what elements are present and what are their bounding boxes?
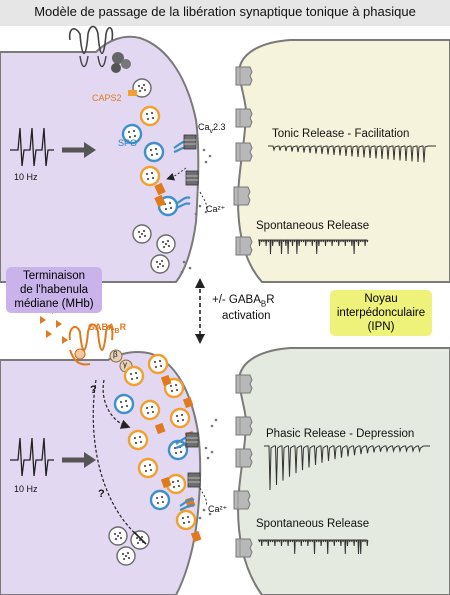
caps2-vesicle — [147, 353, 169, 375]
question-mark-2: ? — [98, 488, 105, 500]
postsynaptic-receptor-icon — [235, 416, 253, 436]
page-title: Modèle de passage de la libération synap… — [34, 4, 416, 19]
postsynaptic-receptor-icon — [235, 448, 253, 468]
top-panel — [0, 25, 450, 283]
spontaneous-release-trace-top — [258, 239, 369, 255]
caps2-protein — [154, 182, 166, 196]
phasic-release-label: Phasic Release - Depression — [266, 428, 415, 440]
presynaptic-terminal-top — [0, 35, 200, 283]
postsynaptic-receptor-icon — [233, 186, 251, 206]
bottom-panel — [0, 306, 450, 595]
tonic-release-label: Tonic Release - Facilitation — [272, 128, 410, 140]
postsynaptic-receptor-icon — [235, 374, 253, 394]
caps2-vesicle — [137, 457, 159, 479]
spontaneous-release-label-top: Spontaneous Release — [256, 220, 370, 232]
caps2-vesicle — [139, 399, 161, 421]
calcium-label-top: Ca²⁺ — [206, 204, 226, 214]
cav-channel-icon — [185, 170, 199, 186]
postsynaptic-receptor-icon — [235, 142, 253, 162]
ipn-label-line: Noyau — [364, 293, 398, 305]
cav-channel-icon — [185, 432, 199, 448]
caps2-vesicle — [139, 165, 161, 187]
spo-vesicle — [113, 393, 135, 415]
vesicle — [156, 234, 176, 254]
spo-label: SPO — [118, 138, 138, 148]
gabab-label: GABABR — [88, 322, 127, 335]
gabab-modulation-arrow-2 — [92, 379, 141, 539]
postsynaptic-receptor-icon — [235, 66, 253, 86]
spontaneous-release-label-bottom: Spontaneous Release — [256, 518, 370, 530]
caps2-label: CAPS2 — [92, 93, 122, 103]
cav-label: Cav2.3 — [198, 122, 226, 135]
caps2-vesicle — [127, 429, 149, 451]
gabab-activation-label: +/- GABABR — [212, 294, 275, 309]
stimulus-label-bottom: 10 Hz — [14, 484, 38, 494]
spo-vesicle — [143, 141, 165, 163]
caps2-vesicle — [123, 365, 145, 387]
stimulus-trace-bottom — [10, 437, 54, 477]
caps2-vesicle — [169, 407, 191, 429]
vesicle — [116, 546, 136, 566]
mhb-label-line: médiane (MHb) — [14, 298, 94, 310]
postsynaptic-receptor-icon — [235, 538, 253, 558]
caps2-vesicle — [175, 509, 197, 531]
calcium-label-bottom: Ca²⁺ — [208, 504, 228, 514]
ipn-box: Noyau interpédonculaire (IPN) — [330, 290, 432, 336]
mhb-label-line: de l'habenula — [19, 284, 89, 296]
gabab-receptor-icon — [68, 323, 114, 366]
vesicle — [132, 224, 152, 244]
vesicle — [150, 254, 170, 274]
activation-label: activation — [222, 310, 271, 322]
spontaneous-release-trace-bottom — [258, 539, 369, 555]
phasic-release-trace — [264, 445, 430, 491]
caps2-vesicle — [139, 105, 161, 127]
activation-arrow — [195, 278, 205, 344]
spo-vesicle — [149, 489, 171, 511]
stimulus-trace-top — [10, 127, 54, 167]
stimulus-label-top: 10 Hz — [14, 172, 38, 182]
postsynaptic-receptor-icon — [235, 108, 253, 128]
stimulus-arrow-head-bottom — [84, 452, 96, 468]
gpcr-top-icon — [68, 25, 131, 73]
question-mark-1: ? — [90, 384, 97, 396]
title-bar — [0, 0, 450, 26]
g-gamma-label: γ — [123, 360, 127, 369]
mhb-terminal-box: Terminaison de l'habenula médiane (MHb) — [6, 267, 102, 313]
gabab-modulation-arrow-1 — [102, 379, 131, 429]
cav-channel-icon — [183, 134, 197, 150]
g-beta-label: β — [113, 350, 118, 359]
postsynaptic-receptor-icon — [235, 236, 253, 256]
neurotransmitter-dots — [180, 148, 212, 274]
vesicle — [130, 530, 150, 550]
caps2-protein — [128, 90, 137, 96]
caps2-protein — [154, 194, 166, 208]
g-beta-subunit-icon — [109, 349, 123, 363]
calcium-signal-arrow — [166, 167, 187, 181]
stimulus-arrow-head-top — [84, 142, 96, 158]
vesicle — [108, 526, 128, 546]
ipn-label-line: (IPN) — [367, 321, 395, 333]
postsynaptic-receptor-icon — [233, 490, 251, 510]
mhb-label-line: Terminaison — [23, 270, 85, 282]
neurotransmitter-dots — [198, 418, 218, 520]
calcium-influx-arrow — [199, 487, 207, 507]
cav-channel-icon — [187, 472, 201, 488]
inhibition-bar — [133, 531, 147, 545]
tonic-release-trace — [268, 145, 436, 163]
ipn-label-line: interpédonculaire — [336, 307, 426, 319]
